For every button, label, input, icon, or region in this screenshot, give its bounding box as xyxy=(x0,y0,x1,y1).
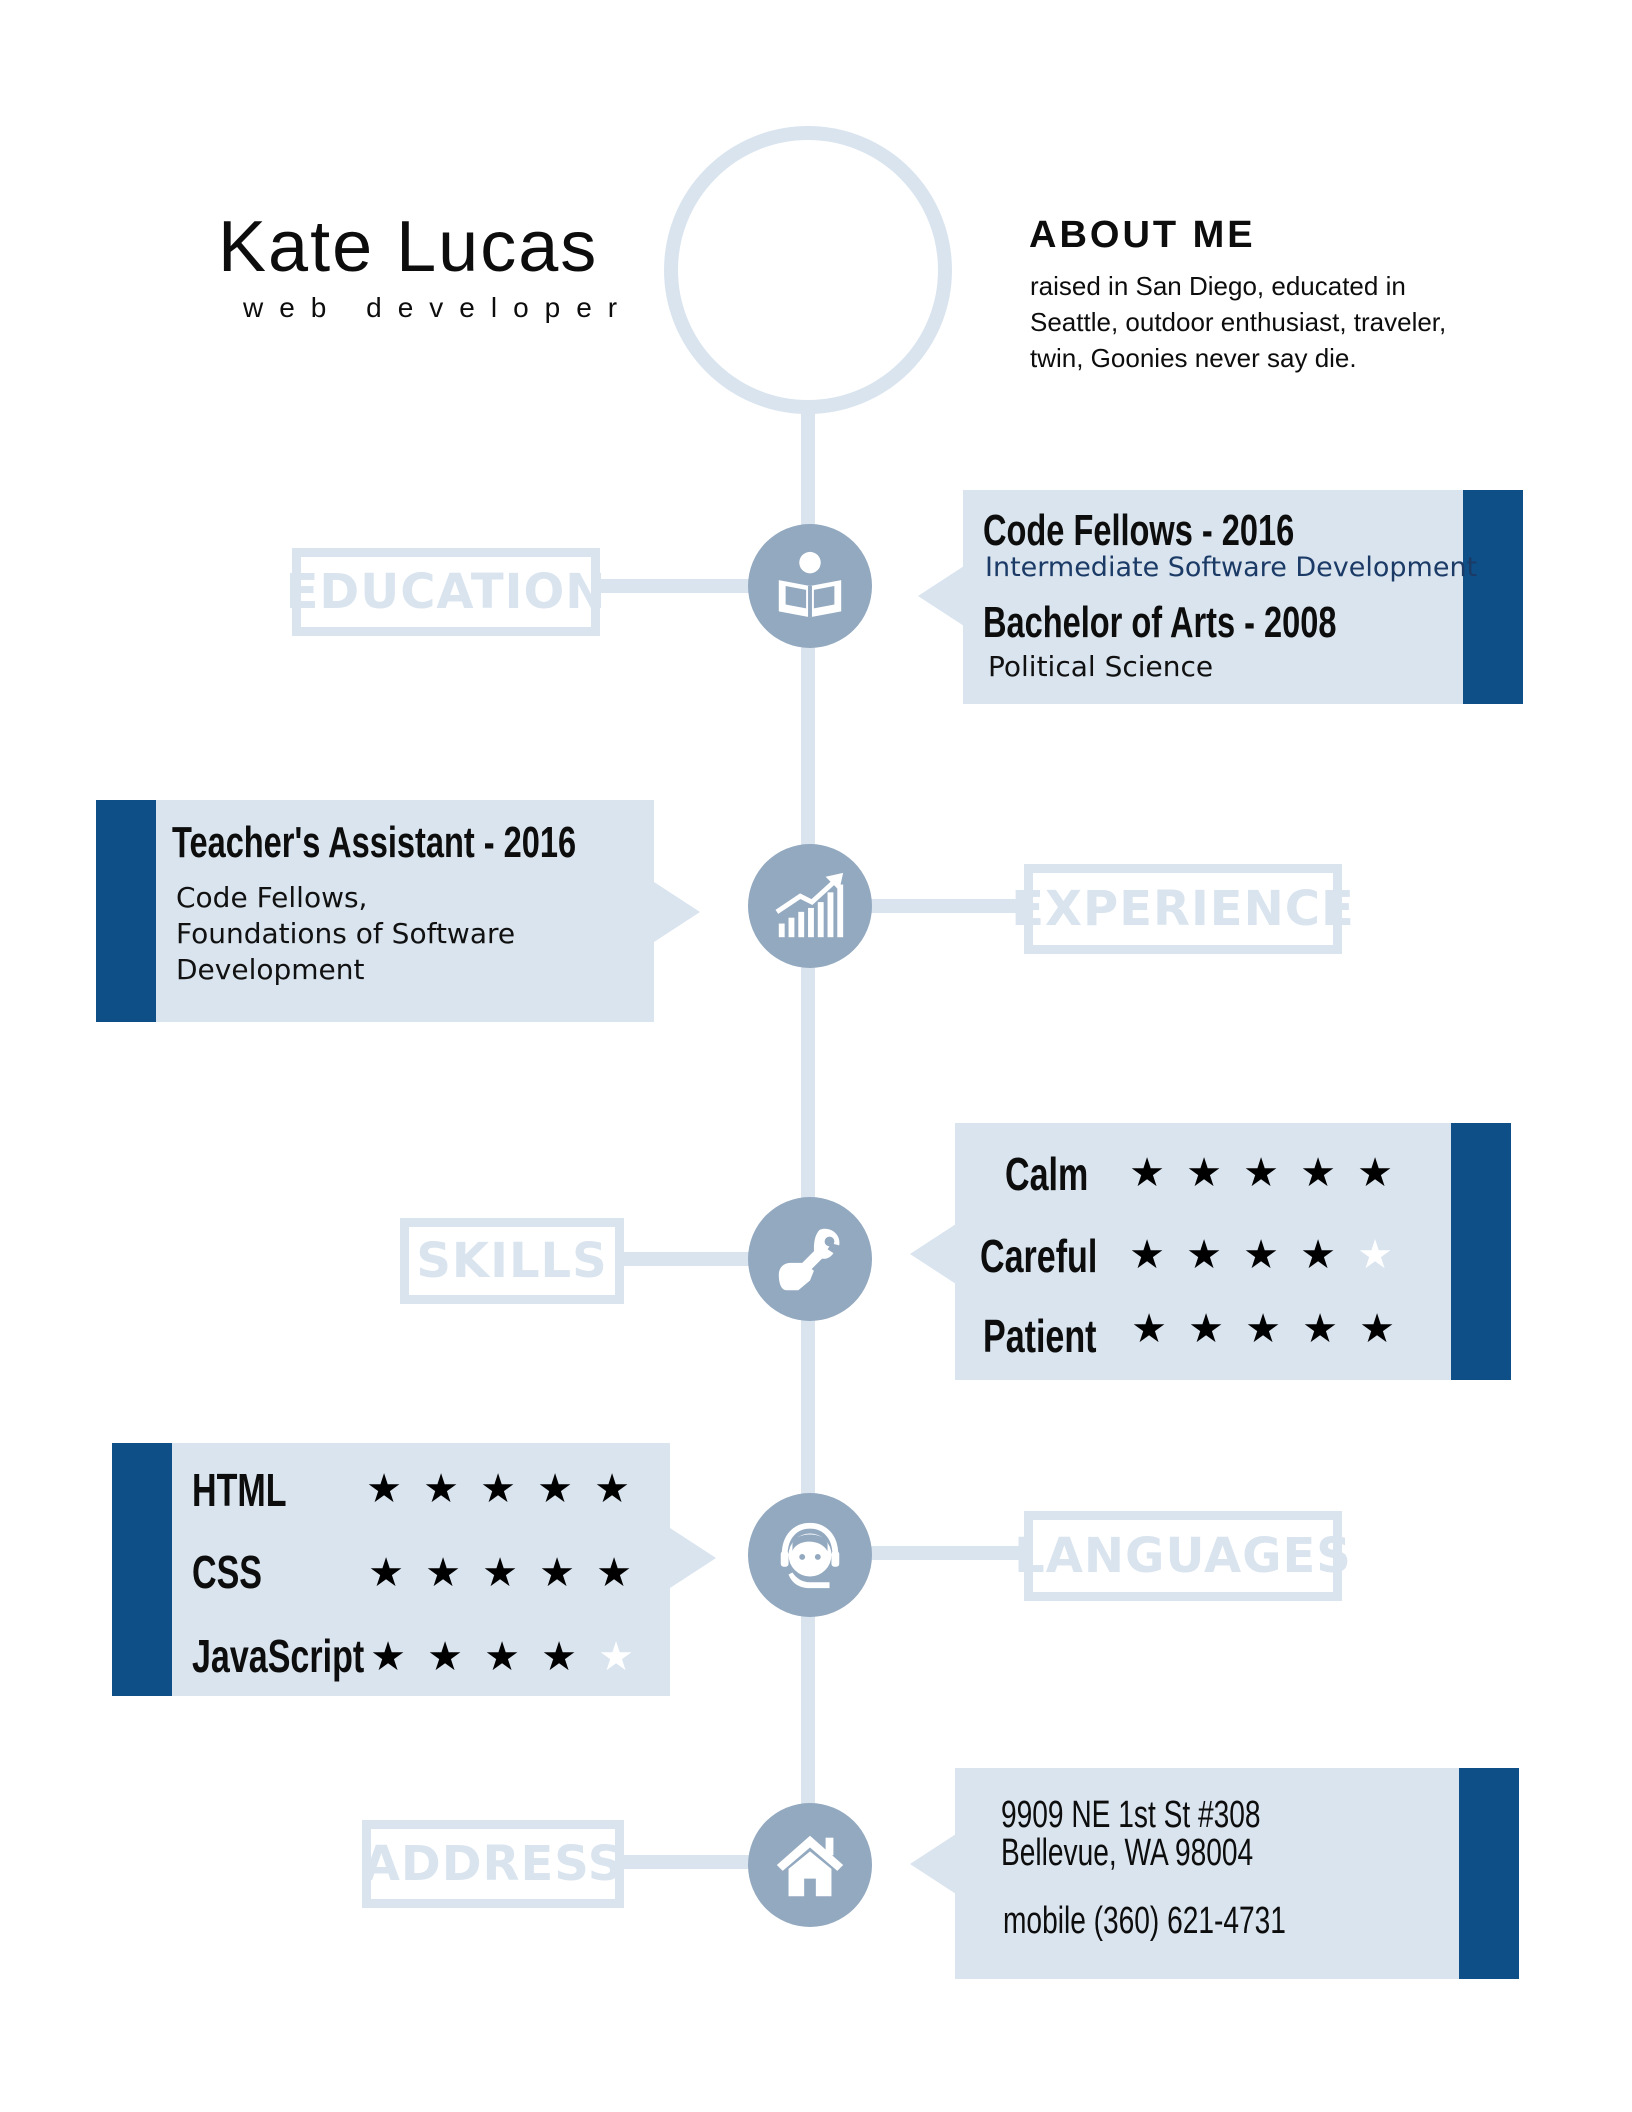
languages-card-pointer xyxy=(670,1528,716,1588)
education-node xyxy=(748,524,872,648)
star-filled-icon: ★ xyxy=(1186,1233,1222,1277)
star-filled-icon: ★ xyxy=(1359,1307,1395,1351)
profile-photo-circle xyxy=(664,126,952,414)
experience-detail: Code Fellows, Foundations of Software De… xyxy=(176,880,515,988)
star-filled-icon: ★ xyxy=(484,1635,520,1679)
star-filled-icon: ★ xyxy=(1245,1307,1281,1351)
experience-detail-line: Code Fellows, xyxy=(176,881,368,914)
skill-name: Careful xyxy=(980,1230,1098,1282)
star-filled-icon: ★ xyxy=(1129,1151,1165,1195)
language-name: CSS xyxy=(192,1546,262,1598)
language-name: HTML xyxy=(192,1464,287,1516)
language-rating: ★ ★ ★ ★ ★ xyxy=(362,1469,634,1509)
about-line: Seattle, outdoor enthusiast, traveler, xyxy=(1030,307,1447,337)
language-name: JavaScript xyxy=(192,1630,365,1682)
experience-card-pointer xyxy=(654,882,700,942)
education-label: EDUCATION xyxy=(286,548,605,636)
skills-card-accent-bar xyxy=(1451,1123,1511,1380)
star-filled-icon: ★ xyxy=(1357,1151,1393,1195)
house-icon xyxy=(776,1835,844,1897)
star-filled-icon: ★ xyxy=(482,1551,518,1595)
star-filled-icon: ★ xyxy=(537,1467,573,1511)
address-card-accent-bar xyxy=(1459,1768,1519,1979)
address-city: Bellevue, WA 98004 xyxy=(1001,1832,1254,1874)
star-filled-icon: ★ xyxy=(1131,1307,1167,1351)
address-node xyxy=(748,1803,872,1927)
reading-book-icon xyxy=(778,551,842,618)
star-filled-icon: ★ xyxy=(1188,1307,1224,1351)
education-entry-title: Bachelor of Arts - 2008 xyxy=(983,598,1337,647)
name-heading: Kate Lucas xyxy=(218,207,599,287)
experience-card: Teacher's Assistant - 2016 Code Fellows,… xyxy=(96,800,654,1022)
star-filled-icon: ★ xyxy=(480,1467,516,1511)
address-card: 9909 NE 1st St #308 Bellevue, WA 98004 m… xyxy=(955,1768,1519,1979)
skills-node xyxy=(748,1197,872,1321)
star-filled-icon: ★ xyxy=(1129,1233,1165,1277)
wrench-hand-icon xyxy=(778,1228,840,1291)
about-line: raised in San Diego, educated in xyxy=(1030,271,1406,301)
star-filled-icon: ★ xyxy=(368,1551,404,1595)
star-empty-icon: ★ xyxy=(1357,1233,1393,1277)
star-filled-icon: ★ xyxy=(1243,1151,1279,1195)
skill-rating: ★ ★ ★ ★ ★ xyxy=(1125,1153,1397,1193)
languages-label: LANGUAGES xyxy=(1014,1511,1351,1601)
skill-name: Calm xyxy=(1005,1148,1089,1200)
education-card-pointer xyxy=(918,566,964,626)
education-entry-detail: Political Science xyxy=(988,650,1214,683)
star-filled-icon: ★ xyxy=(1300,1151,1336,1195)
education-connector xyxy=(598,579,768,593)
skill-rating: ★ ★ ★ ★ ★ xyxy=(1127,1309,1399,1349)
education-entry-title: Code Fellows - 2016 xyxy=(983,506,1295,555)
education-card: Code Fellows - 2016 Intermediate Softwar… xyxy=(963,490,1523,704)
experience-detail-line: Development xyxy=(176,953,365,986)
experience-connector xyxy=(864,899,1034,913)
experience-detail-line: Foundations of Software xyxy=(176,917,516,950)
skills-card-pointer xyxy=(910,1224,956,1284)
star-filled-icon: ★ xyxy=(1243,1233,1279,1277)
star-filled-icon: ★ xyxy=(1186,1151,1222,1195)
about-heading: ABOUT ME xyxy=(1029,214,1256,256)
star-empty-icon: ★ xyxy=(598,1635,634,1679)
about-text: raised in San Diego, educated in Seattle… xyxy=(1030,268,1446,376)
star-filled-icon: ★ xyxy=(596,1551,632,1595)
star-filled-icon: ★ xyxy=(423,1467,459,1511)
star-filled-icon: ★ xyxy=(1300,1233,1336,1277)
star-filled-icon: ★ xyxy=(541,1635,577,1679)
star-filled-icon: ★ xyxy=(1302,1307,1338,1351)
job-title: web developer xyxy=(243,292,634,323)
star-filled-icon: ★ xyxy=(370,1635,406,1679)
experience-label: EXPERIENCE xyxy=(1011,864,1354,954)
address-street: 9909 NE 1st St #308 xyxy=(1001,1794,1261,1836)
growth-chart-icon xyxy=(775,872,844,938)
languages-card-accent-bar xyxy=(112,1443,172,1696)
headset-person-icon xyxy=(780,1522,840,1589)
experience-title: Teacher's Assistant - 2016 xyxy=(172,818,577,867)
experience-node xyxy=(748,844,872,968)
skill-rating: ★ ★ ★ ★ ★ xyxy=(1125,1235,1397,1275)
address-card-pointer xyxy=(910,1834,956,1894)
language-rating: ★ ★ ★ ★ ★ xyxy=(364,1553,636,1593)
star-filled-icon: ★ xyxy=(366,1467,402,1511)
address-label: ADDRESS xyxy=(362,1820,624,1908)
address-connector xyxy=(618,1855,768,1869)
languages-connector xyxy=(864,1546,1034,1560)
star-filled-icon: ★ xyxy=(427,1635,463,1679)
about-line: twin, Goonies never say die. xyxy=(1030,343,1357,373)
education-card-accent-bar xyxy=(1463,490,1523,704)
experience-card-accent-bar xyxy=(96,800,156,1022)
languages-card: HTML ★ ★ ★ ★ ★ CSS ★ ★ ★ ★ ★ JavaScript ★ ★ ★ ★ ★ xyxy=(112,1443,670,1696)
skill-name: Patient xyxy=(983,1310,1097,1362)
star-filled-icon: ★ xyxy=(539,1551,575,1595)
address-phone: mobile (360) 621-4731 xyxy=(1003,1900,1286,1942)
star-filled-icon: ★ xyxy=(594,1467,630,1511)
skills-connector xyxy=(620,1252,770,1266)
languages-node xyxy=(748,1493,872,1617)
star-filled-icon: ★ xyxy=(425,1551,461,1595)
language-rating: ★ ★ ★ ★ ★ xyxy=(366,1637,638,1677)
skills-label: SKILLS xyxy=(400,1218,624,1304)
education-entry-detail: Intermediate Software Development xyxy=(985,552,1478,583)
skills-card: Calm ★ ★ ★ ★ ★ Careful ★ ★ ★ ★ ★ Patient ★ ★ ★ ★ ★ xyxy=(955,1123,1511,1380)
